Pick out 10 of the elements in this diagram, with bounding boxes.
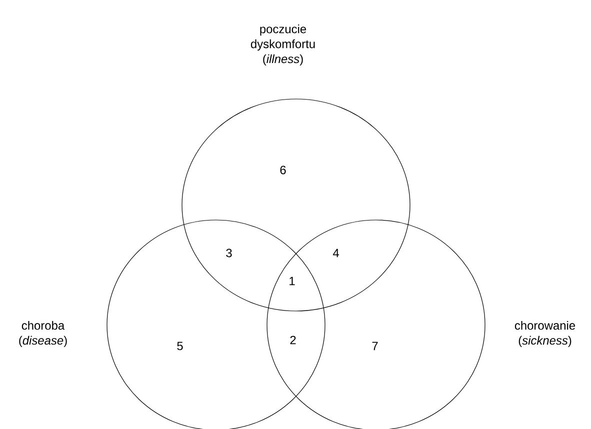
- circle-label: choroba (disease): [19, 320, 67, 348]
- region-number: 6: [280, 166, 286, 174]
- circle-label: chorowanie (sickness): [514, 320, 576, 348]
- circle-label: poczucie dyskomfortu (illness): [250, 24, 315, 66]
- region-number: 2: [290, 336, 296, 344]
- region-number: 1: [290, 276, 295, 286]
- region-number: 3: [226, 248, 232, 258]
- region-number: 7: [372, 342, 378, 350]
- region-number: 5: [177, 342, 183, 350]
- region-number: 4: [332, 248, 339, 258]
